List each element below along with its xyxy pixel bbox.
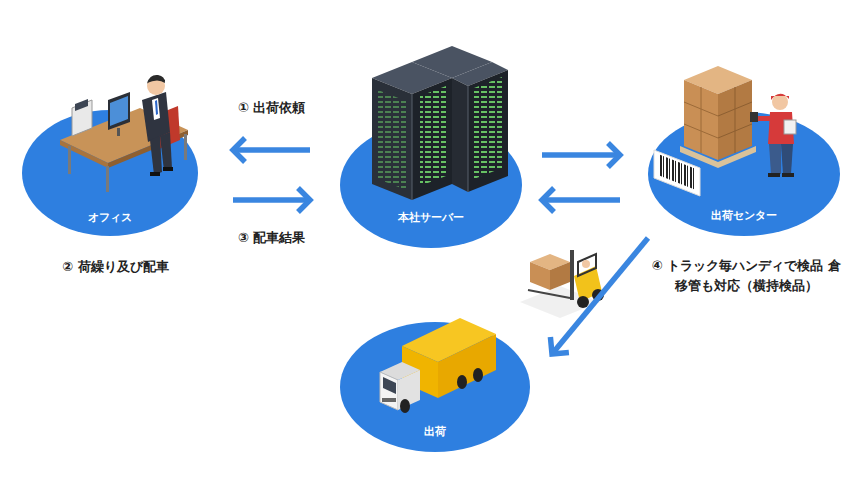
flow-arrow <box>233 147 310 153</box>
flow-arrow <box>233 197 310 203</box>
ellipse-node: 本社サーバー <box>340 122 522 248</box>
forklift-illustration <box>520 250 604 318</box>
annotation-label: ② 荷繰り及び配車 <box>62 257 169 277</box>
node-label: 出荷センター <box>711 209 777 222</box>
ellipse-fill <box>22 110 198 236</box>
ellipse-fill <box>340 322 530 452</box>
annotation-label: ④ トラック毎ハンディで検品 倉移管も対応（横持検品） <box>648 256 844 295</box>
ellipse-fill <box>648 112 840 236</box>
ellipse-shape <box>340 122 522 248</box>
flow-arrow <box>542 197 620 203</box>
ellipse-node: 出荷センター <box>648 112 840 236</box>
ellipse-node: 出荷 <box>340 322 530 452</box>
flow-arrow <box>552 238 648 354</box>
node-label: 出荷 <box>424 425 446 438</box>
edge-label: ① 出荷依頼 <box>236 99 308 117</box>
edge-label: ③ 配車結果 <box>236 229 308 247</box>
flow-arrow <box>542 152 620 158</box>
node-label: 本社サーバー <box>398 211 464 224</box>
ellipse-node: オフィス <box>22 110 198 236</box>
ellipse-fill <box>340 122 522 248</box>
node-label: オフィス <box>88 211 132 224</box>
